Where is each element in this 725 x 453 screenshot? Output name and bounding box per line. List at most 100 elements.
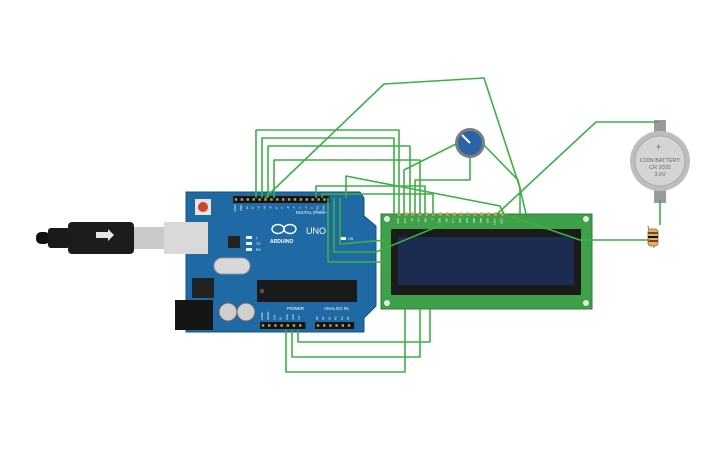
digital-pin-AREF[interactable] (234, 198, 238, 201)
digital-pin-13[interactable] (246, 198, 249, 201)
lcd-pin-E[interactable] (431, 212, 436, 216)
power-pin-IOREF[interactable] (261, 324, 265, 327)
lcd-pin-RW[interactable] (425, 212, 429, 216)
power-pin-GND[interactable] (286, 324, 289, 327)
lcd-pin-DB2[interactable] (452, 212, 456, 216)
led-l-label: L (256, 236, 258, 240)
lcd-pin-RS[interactable] (418, 212, 422, 216)
lcd-pin-DB0[interactable] (438, 212, 442, 216)
wire[interactable] (267, 145, 411, 214)
analog-pin-A1[interactable] (323, 324, 326, 327)
wire[interactable] (315, 185, 426, 214)
power-pin-label: VIN (297, 316, 301, 320)
power-pin-3.3V[interactable] (274, 324, 277, 327)
lcd-pin-label: VCC (403, 218, 407, 224)
battery-plus-sign: + (656, 142, 661, 152)
wire[interactable] (264, 77, 521, 214)
power-pin-label: RESET (266, 311, 270, 320)
lcd-pin-V0[interactable] (411, 212, 415, 216)
digital-pin-~11[interactable] (258, 198, 261, 201)
wire[interactable] (291, 309, 421, 358)
power-pin-label: 5V (279, 317, 283, 320)
coin-battery[interactable]: + COIN BATTERY CR 2032 3.0V (630, 120, 690, 203)
digital-pin-~9[interactable] (270, 198, 273, 201)
wire[interactable] (481, 142, 527, 215)
digital-pin-2[interactable] (311, 198, 314, 201)
power-pin-RESET[interactable] (268, 324, 271, 327)
lcd-pin-LED+[interactable] (494, 212, 498, 216)
lcd-pin-label: DB5 (472, 217, 476, 223)
lcd-pin-DB3[interactable] (459, 212, 463, 216)
digital-pin-12[interactable] (252, 198, 255, 201)
wire[interactable] (496, 121, 659, 215)
lcd-pin-label: DB7 (486, 217, 490, 223)
digital-pin-~5[interactable] (293, 198, 297, 201)
lcd-mount-hole-bl (384, 300, 390, 306)
resistor[interactable] (647, 225, 659, 249)
led-tx-label: TX (256, 242, 261, 246)
resistor-band-3 (648, 240, 658, 242)
lcd-pin-label: DB0 (437, 217, 441, 223)
analog-pin-A4[interactable] (341, 324, 344, 327)
digital-pin-7[interactable] (282, 198, 285, 201)
lcd-pin-DB7[interactable] (487, 212, 491, 216)
wire[interactable] (414, 158, 471, 214)
digital-pin-label: 8 (274, 207, 278, 209)
analog-pin-A0[interactable] (316, 324, 320, 327)
wire[interactable] (297, 309, 431, 343)
lcd-pin-label: DB3 (458, 217, 462, 223)
potentiometer[interactable] (455, 128, 485, 158)
lcd-pin-DB1[interactable] (445, 212, 449, 216)
power-pin-5V[interactable] (280, 324, 283, 327)
digital-pin-TX1[interactable] (317, 198, 320, 201)
lcd-pin-label: DB1 (444, 217, 448, 223)
wire[interactable] (503, 213, 650, 241)
lcd-pin-LED-[interactable] (500, 212, 505, 216)
digital-pin-~10[interactable] (264, 198, 267, 201)
digital-pin-label: ~9 (268, 206, 272, 210)
digital-pin-label: AREF (233, 204, 237, 212)
lcd-pin-label: RS (417, 218, 421, 222)
digital-pin-GND[interactable] (240, 198, 244, 201)
lcd-pin-VCC[interactable] (404, 212, 408, 216)
wire[interactable] (339, 198, 386, 245)
analog-pin-A5[interactable] (347, 324, 351, 327)
power-jack (175, 300, 213, 330)
power-pin-label: 3.3V (272, 314, 276, 320)
arduino-brand: ARDUINO (270, 239, 293, 245)
digital-pin-4[interactable] (299, 198, 303, 201)
power-pin-label: GND (285, 314, 289, 320)
analog-pin-label: A1 (321, 316, 325, 320)
led-on-label: ON (348, 237, 354, 241)
power-pin-GND[interactable] (292, 324, 296, 327)
lcd-pin-DB6[interactable] (480, 212, 484, 216)
analog-header-strip (315, 322, 355, 329)
lcd-pin-GND[interactable] (397, 212, 401, 216)
wire[interactable] (327, 198, 383, 263)
digital-pin-RX0[interactable] (323, 198, 326, 201)
wire[interactable] (255, 129, 400, 214)
wire[interactable] (285, 309, 406, 373)
lcd-pin-label: E (431, 218, 435, 220)
wire[interactable] (321, 193, 434, 214)
digital-pin-label: TX1 (316, 205, 320, 210)
analog-pin-A2[interactable] (329, 324, 332, 327)
power-pin-VIN[interactable] (299, 324, 302, 327)
digital-pin-~3[interactable] (305, 198, 308, 201)
lcd-pin-label: LED- (500, 218, 504, 224)
wire[interactable] (273, 159, 421, 214)
digital-pin-~6[interactable] (287, 198, 291, 201)
digital-pin-label: ~6 (286, 206, 290, 210)
digital-pin-8[interactable] (276, 198, 279, 201)
reset-button-cap[interactable] (198, 202, 208, 212)
analog-pin-label: A0 (315, 316, 319, 320)
lcd-pin-DB5[interactable] (473, 212, 477, 216)
wire[interactable] (333, 198, 469, 253)
analog-pin-A3[interactable] (335, 324, 338, 327)
wire[interactable] (403, 142, 459, 214)
